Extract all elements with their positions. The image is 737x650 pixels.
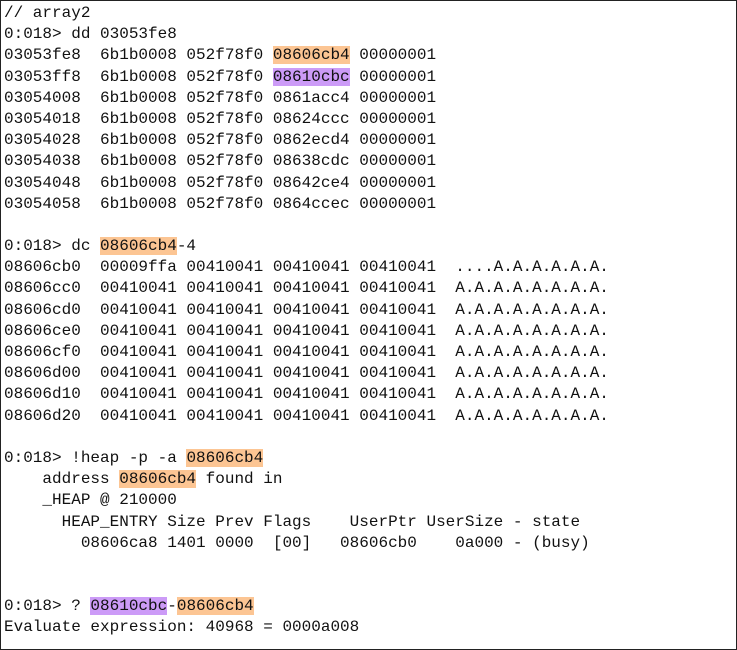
console-text: 08606d10 00410041 00410041 00410041 0041… (4, 385, 609, 404)
console-line: 08606ca8 1401 0000 [00] 08606cb0 0a000 -… (4, 533, 609, 554)
console-line: 03054048 6b1b0008 052f78f0 08642ce4 0000… (4, 173, 609, 194)
console-line: 0:018> dd 03053fe8 (4, 24, 609, 45)
console-text: 0:018> dd 03053fe8 (4, 25, 177, 44)
console-text: - (167, 597, 177, 616)
console-text: 08606ce0 00410041 00410041 00410041 0041… (4, 321, 609, 340)
console-text: -4 (176, 237, 197, 256)
console-line (4, 554, 609, 575)
console-text: 08606cb0 00009ffa 00410041 00410041 0041… (4, 258, 609, 277)
console-line: _HEAP @ 210000 (4, 490, 609, 511)
console-text: 0:018> ? (4, 597, 91, 616)
console-text: Evaluate expression: 40968 = 0000a008 (4, 618, 360, 637)
console-line: HEAP_ENTRY Size Prev Flags UserPtr UserS… (4, 512, 609, 533)
console-text: 08606d00 00410041 00410041 00410041 0041… (4, 364, 609, 383)
console-text: 03054048 6b1b0008 052f78f0 08642ce4 0000… (4, 173, 437, 192)
console-line: 08606cf0 00410041 00410041 00410041 0041… (4, 342, 609, 363)
console-line: 0:018> dc 08606cb4-4 (4, 236, 609, 257)
highlighted-address: 08606cb4 (176, 597, 254, 616)
console-line: 08606cb0 00009ffa 00410041 00410041 0041… (4, 257, 609, 278)
console-line: 03053ff8 6b1b0008 052f78f0 08610cbc 0000… (4, 67, 609, 88)
console-text: 03053ff8 6b1b0008 052f78f0 (4, 67, 273, 86)
console-line: Evaluate expression: 40968 = 0000a008 (4, 617, 609, 638)
console-text: 08606cd0 00410041 00410041 00410041 0041… (4, 300, 609, 319)
console-line: 08606ce0 00410041 00410041 00410041 0041… (4, 321, 609, 342)
console-line: 08606cc0 00410041 00410041 00410041 0041… (4, 278, 609, 299)
console-line: 03054028 6b1b0008 052f78f0 0862ecd4 0000… (4, 130, 609, 151)
console-line: 08606cd0 00410041 00410041 00410041 0041… (4, 300, 609, 321)
console-text: 08606cc0 00410041 00410041 00410041 0041… (4, 279, 609, 298)
console-line: 08606d20 00410041 00410041 00410041 0041… (4, 406, 609, 427)
console-line (4, 215, 609, 236)
console-text: 08606cf0 00410041 00410041 00410041 0041… (4, 343, 609, 361)
console-line: 03054038 6b1b0008 052f78f0 08638cdc 0000… (4, 151, 609, 172)
console-text: 00000001 (349, 67, 437, 86)
console-line: 03053fe8 6b1b0008 052f78f0 08606cb4 0000… (4, 45, 609, 66)
console-line: 03054008 6b1b0008 052f78f0 0861acc4 0000… (4, 88, 609, 109)
console-text: 0:018> !heap -p -a (4, 448, 187, 467)
console-text: 0:018> dc (4, 237, 101, 256)
console-text: 03054038 6b1b0008 052f78f0 08638cdc 0000… (4, 152, 437, 171)
console-line: 0:018> !heap -p -a 08606cb4 (4, 448, 609, 469)
console-line (4, 427, 609, 448)
console-text: _HEAP @ 210000 (4, 491, 177, 510)
console-line: address 08606cb4 found in (4, 469, 609, 490)
console-text: 03054028 6b1b0008 052f78f0 0862ecd4 0000… (4, 131, 437, 150)
highlighted-address: 08606cb4 (186, 448, 264, 467)
console-text: 03054018 6b1b0008 052f78f0 08624ccc 0000… (4, 109, 437, 128)
console-text: // array2 (4, 4, 91, 22)
console-text: 08606d20 00410041 00410041 00410041 0041… (4, 406, 609, 425)
highlighted-address: 08610cbc (90, 597, 168, 616)
highlighted-address: 08606cb4 (272, 46, 350, 65)
console-text: found in (196, 470, 283, 489)
console-line: 03054018 6b1b0008 052f78f0 08624ccc 0000… (4, 109, 609, 130)
console-text: 03053fe8 6b1b0008 052f78f0 (4, 46, 273, 65)
console-text: 08606ca8 1401 0000 [00] 08606cb0 0a000 -… (4, 533, 590, 552)
console-line (4, 575, 609, 596)
console-line: 0:018> ? 08610cbc-08606cb4 (4, 596, 609, 617)
console-line: 03054058 6b1b0008 052f78f0 0864ccec 0000… (4, 194, 609, 215)
highlighted-address: 08610cbc (272, 67, 350, 86)
console-text: HEAP_ENTRY Size Prev Flags UserPtr UserS… (4, 512, 581, 531)
console-text: 03054058 6b1b0008 052f78f0 0864ccec 0000… (4, 194, 437, 213)
console-text: 00000001 (349, 46, 437, 65)
console-text: 03054008 6b1b0008 052f78f0 0861acc4 0000… (4, 88, 437, 107)
highlighted-address: 08606cb4 (119, 470, 197, 489)
console-line: 08606d00 00410041 00410041 00410041 0041… (4, 363, 609, 384)
highlighted-address: 08606cb4 (100, 237, 177, 256)
console-text: address (4, 470, 120, 489)
console-line: 08606d10 00410041 00410041 00410041 0041… (4, 384, 609, 405)
console-line: // array2 (4, 3, 609, 24)
